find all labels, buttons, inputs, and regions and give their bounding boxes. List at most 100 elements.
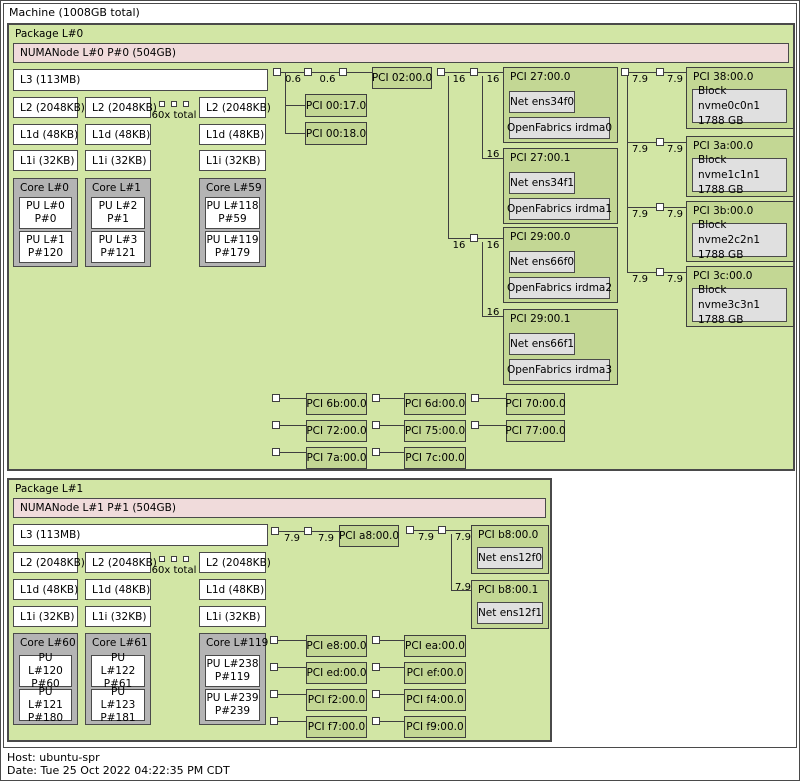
bridge-square	[470, 68, 478, 76]
pci-ef-00-0: PCI ef:00.0	[404, 662, 466, 684]
bridge-square	[656, 68, 664, 76]
numanode-l1: NUMANode L#1 P#1 (504GB)	[13, 498, 546, 518]
pu-l238: PU L#238 P#119	[205, 655, 260, 687]
pu-l121: PU L#121 P#180	[19, 686, 72, 724]
link-line	[482, 316, 503, 317]
l2-cache-p1-1: L2 (2048KB)	[85, 552, 157, 573]
link-line	[280, 425, 306, 426]
link-line	[451, 590, 471, 591]
link-speed: 16	[452, 240, 466, 251]
pci-a8-00-0: PCI a8:00.0	[339, 525, 399, 547]
link-speed: 0.6	[319, 74, 336, 85]
ellipsis-dot	[159, 556, 165, 562]
link-line	[380, 721, 404, 722]
l1d-cache-p1-59: L1d (48KB)	[199, 579, 266, 600]
footer: Host: ubuntu-spr Date: Tue 25 Oct 2022 0…	[7, 751, 230, 777]
pci-f7-00-0: PCI f7:00.0	[306, 716, 367, 738]
core-l61-label: Core L#61	[92, 637, 148, 649]
pu-l0: PU L#0 P#0	[19, 197, 72, 229]
bridge-square	[270, 636, 278, 644]
bridge-square	[273, 68, 281, 76]
link-line	[380, 640, 404, 641]
bridge-square	[656, 203, 664, 211]
l2-cache-p1-0: L2 (2048KB)	[13, 552, 85, 573]
net-ens34f1: Net ens34f1	[509, 172, 575, 194]
link-line	[482, 242, 483, 316]
link-line	[277, 72, 372, 73]
pci-7a-00-0: PCI 7a:00.0	[306, 447, 367, 469]
link-line	[479, 425, 506, 426]
link-line	[278, 721, 306, 722]
pci-27-00-0-label: PCI 27:00.0	[510, 71, 571, 83]
link-speed: 7.9	[632, 144, 648, 155]
bridge-square	[272, 394, 280, 402]
bridge-square	[270, 663, 278, 671]
pci-f9-00-0: PCI f9:00.0	[404, 716, 466, 738]
l1i-cache-p1-59: L1i (32KB)	[199, 606, 266, 627]
link-line	[448, 76, 449, 238]
pci-29-00-0-label: PCI 29:00.0	[510, 231, 571, 243]
link-line	[278, 640, 306, 641]
link-line	[625, 72, 686, 73]
pci-72-00-0: PCI 72:00.0	[306, 420, 367, 442]
link-speed: 7.9	[667, 144, 683, 155]
link-speed: 7.9	[418, 532, 434, 543]
pci-3b-00-0-label: PCI 3b:00.0	[693, 205, 754, 217]
ellipsis-dot	[183, 556, 189, 562]
bridge-square	[621, 68, 629, 76]
net-ens66f0: Net ens66f0	[509, 251, 575, 273]
bridge-square	[372, 448, 380, 456]
link-line	[380, 452, 404, 453]
link-speed: 16	[486, 74, 500, 85]
l3-cache-p0: L3 (113MB)	[13, 69, 268, 91]
bridge-square	[271, 527, 279, 535]
link-line	[482, 76, 483, 158]
pu-l119: PU L#119 P#179	[205, 231, 260, 263]
link-speed: 7.9	[632, 74, 648, 85]
l1d-cache-p1-1: L1d (48KB)	[85, 579, 151, 600]
link-speed: 7.9	[284, 533, 300, 544]
machine-label: Machine (1008GB total)	[9, 6, 140, 19]
link-speed: 7.9	[632, 209, 648, 220]
bridge-square	[372, 690, 380, 698]
core-l119-label: Core L#119	[206, 637, 269, 649]
pu-l123: PU L#123 P#181	[91, 686, 145, 724]
link-speed: 16	[486, 240, 500, 251]
bridge-square	[656, 138, 664, 146]
link-line	[380, 667, 404, 668]
bridge-square	[471, 421, 479, 429]
link-speed: 16	[452, 74, 466, 85]
pci-27-00-1-label: PCI 27:00.1	[510, 152, 571, 164]
link-line	[278, 694, 306, 695]
package-l0-label: Package L#0	[15, 28, 84, 40]
l2-cache-p1-59: L2 (2048KB)	[199, 552, 271, 573]
bridge-square	[437, 68, 445, 76]
net-ens12f0: Net ens12f0	[477, 547, 543, 569]
l1i-cache-p1-1: L1i (32KB)	[85, 606, 151, 627]
ellipsis-dot	[183, 101, 189, 107]
pci-70-00-0: PCI 70:00.0	[505, 393, 566, 415]
link-speed: 7.9	[667, 74, 683, 85]
pci-00-18-0: PCI 00:18.0	[305, 122, 367, 145]
bridge-square	[372, 394, 380, 402]
pu-l120: PU L#120 P#60	[19, 652, 72, 690]
pci-f2-00-0: PCI f2:00.0	[306, 689, 367, 711]
link-speed: 7.9	[318, 533, 334, 544]
link-speed: 16	[486, 307, 500, 318]
pci-02-00-0: PCI 02:00.0	[372, 67, 432, 89]
link-line	[380, 425, 404, 426]
bridge-square	[438, 526, 446, 534]
pu-l2: PU L#2 P#1	[91, 197, 145, 229]
pu-l122: PU L#122 P#61	[91, 652, 145, 690]
pci-f4-00-0: PCI f4:00.0	[404, 689, 466, 711]
pci-ed-00-0: PCI ed:00.0	[306, 662, 367, 684]
link-line	[479, 398, 506, 399]
link-line	[451, 534, 452, 591]
numanode-l0: NUMANode L#0 P#0 (504GB)	[13, 43, 789, 63]
ellipsis-label-p1: 60x total	[151, 565, 197, 576]
link-line	[380, 398, 404, 399]
bridge-square	[372, 421, 380, 429]
openfabrics-irdma0: OpenFabrics irdma0	[507, 117, 612, 139]
l1i-cache-p0-1: L1i (32KB)	[85, 150, 151, 171]
